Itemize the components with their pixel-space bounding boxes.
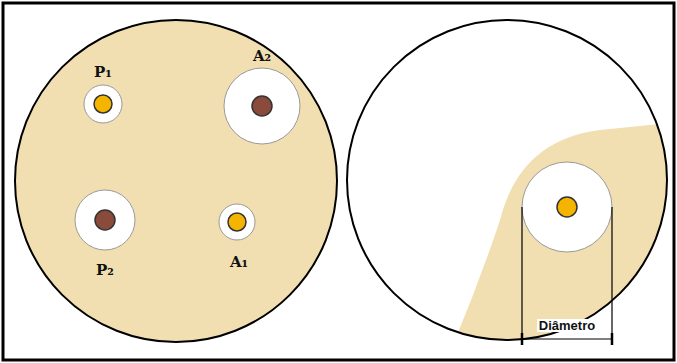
disc-halo: [224, 68, 300, 144]
dimension-label: Diâmetro: [537, 319, 597, 332]
disc-halo: [75, 190, 135, 250]
sample-label: P₂: [96, 263, 114, 278]
sample-label: P₁: [94, 65, 112, 80]
disc-halo: [522, 162, 612, 252]
petri-dish-rim: [347, 20, 667, 340]
sample-label: A₂: [253, 49, 271, 64]
sample-label: A₁: [230, 255, 248, 270]
disc-halo: [84, 85, 122, 123]
disc-halo: [219, 204, 255, 240]
petri-dish: [15, 20, 337, 342]
bacterial-lawn: [455, 122, 677, 345]
dimension-bracket: [522, 207, 612, 345]
